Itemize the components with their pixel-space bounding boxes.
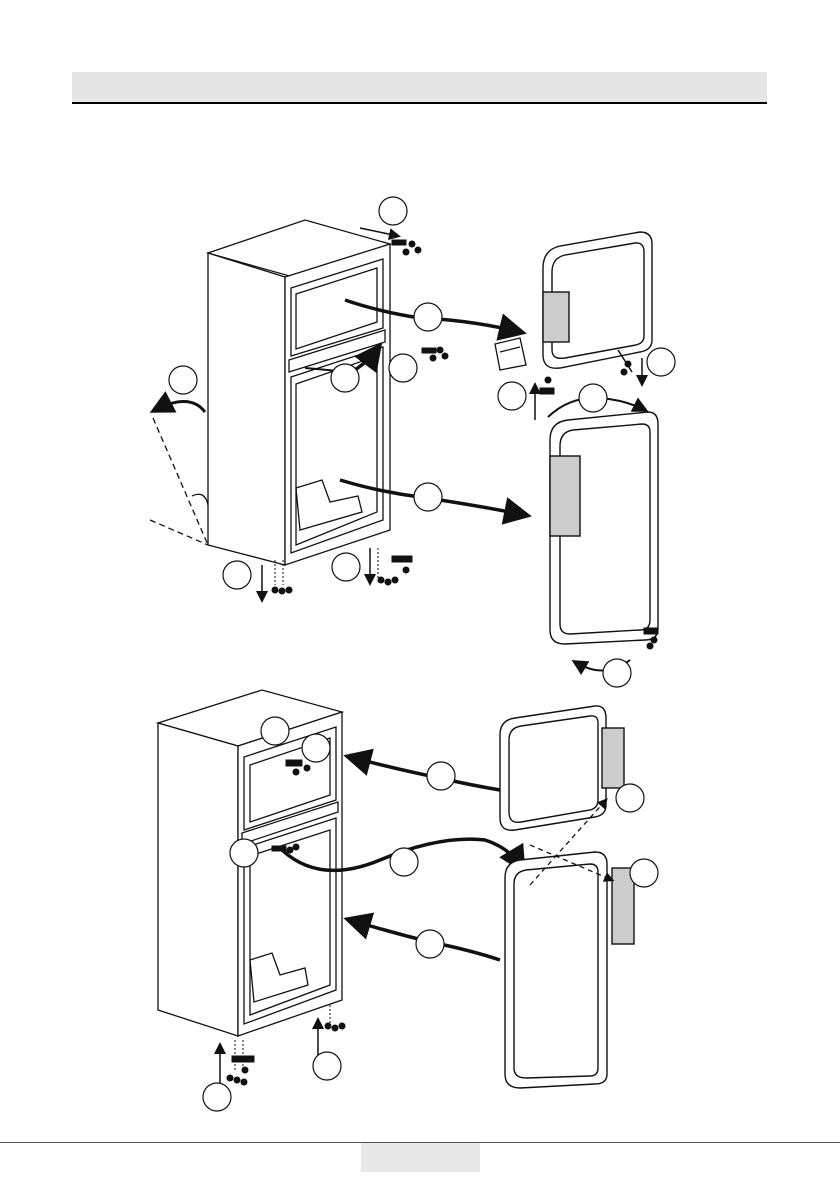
- callout-circle: [331, 364, 359, 392]
- page-number: [361, 1143, 480, 1172]
- parts-bag-icon: [495, 338, 526, 370]
- callout-circle: [616, 784, 644, 812]
- callout-circle: [261, 717, 289, 745]
- callout-circle: [313, 1052, 341, 1080]
- callout-circle: [302, 734, 330, 762]
- fridge-cabinet-top: [208, 220, 390, 565]
- callout-circle: [427, 762, 455, 790]
- callout-circle: [230, 839, 258, 867]
- callout-circle: [630, 859, 658, 887]
- tilt-indicator: [150, 401, 208, 545]
- callout-circle: [389, 354, 417, 382]
- callout-circle: [416, 930, 444, 958]
- callout-circle: [223, 561, 251, 589]
- callout-circle: [647, 348, 675, 376]
- fridge-door-bottom: [505, 852, 634, 1088]
- freezer-door-top: [543, 232, 652, 368]
- callout-circle: [603, 659, 631, 687]
- callout-circle-extra: [203, 1083, 231, 1111]
- freezer-door-bottom: [500, 706, 624, 830]
- callout-circle: [379, 197, 407, 225]
- callout-circle: [498, 382, 526, 410]
- callout-circle: [414, 303, 442, 331]
- callout-circle: [579, 384, 607, 412]
- callout-circle: [332, 553, 360, 581]
- fridge-door-top: [550, 412, 658, 644]
- callout-circle: [390, 848, 418, 876]
- callout-circle: [414, 483, 442, 511]
- callout-circle: [169, 366, 197, 394]
